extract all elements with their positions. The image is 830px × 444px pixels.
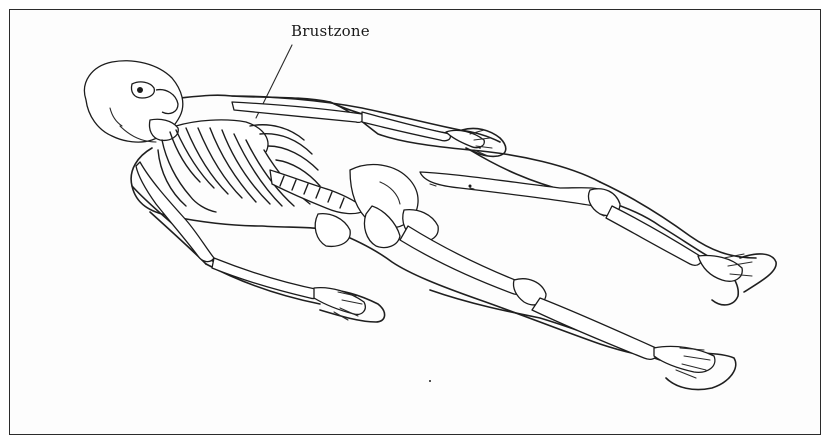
skull xyxy=(84,61,182,142)
rib-cage xyxy=(158,120,320,212)
